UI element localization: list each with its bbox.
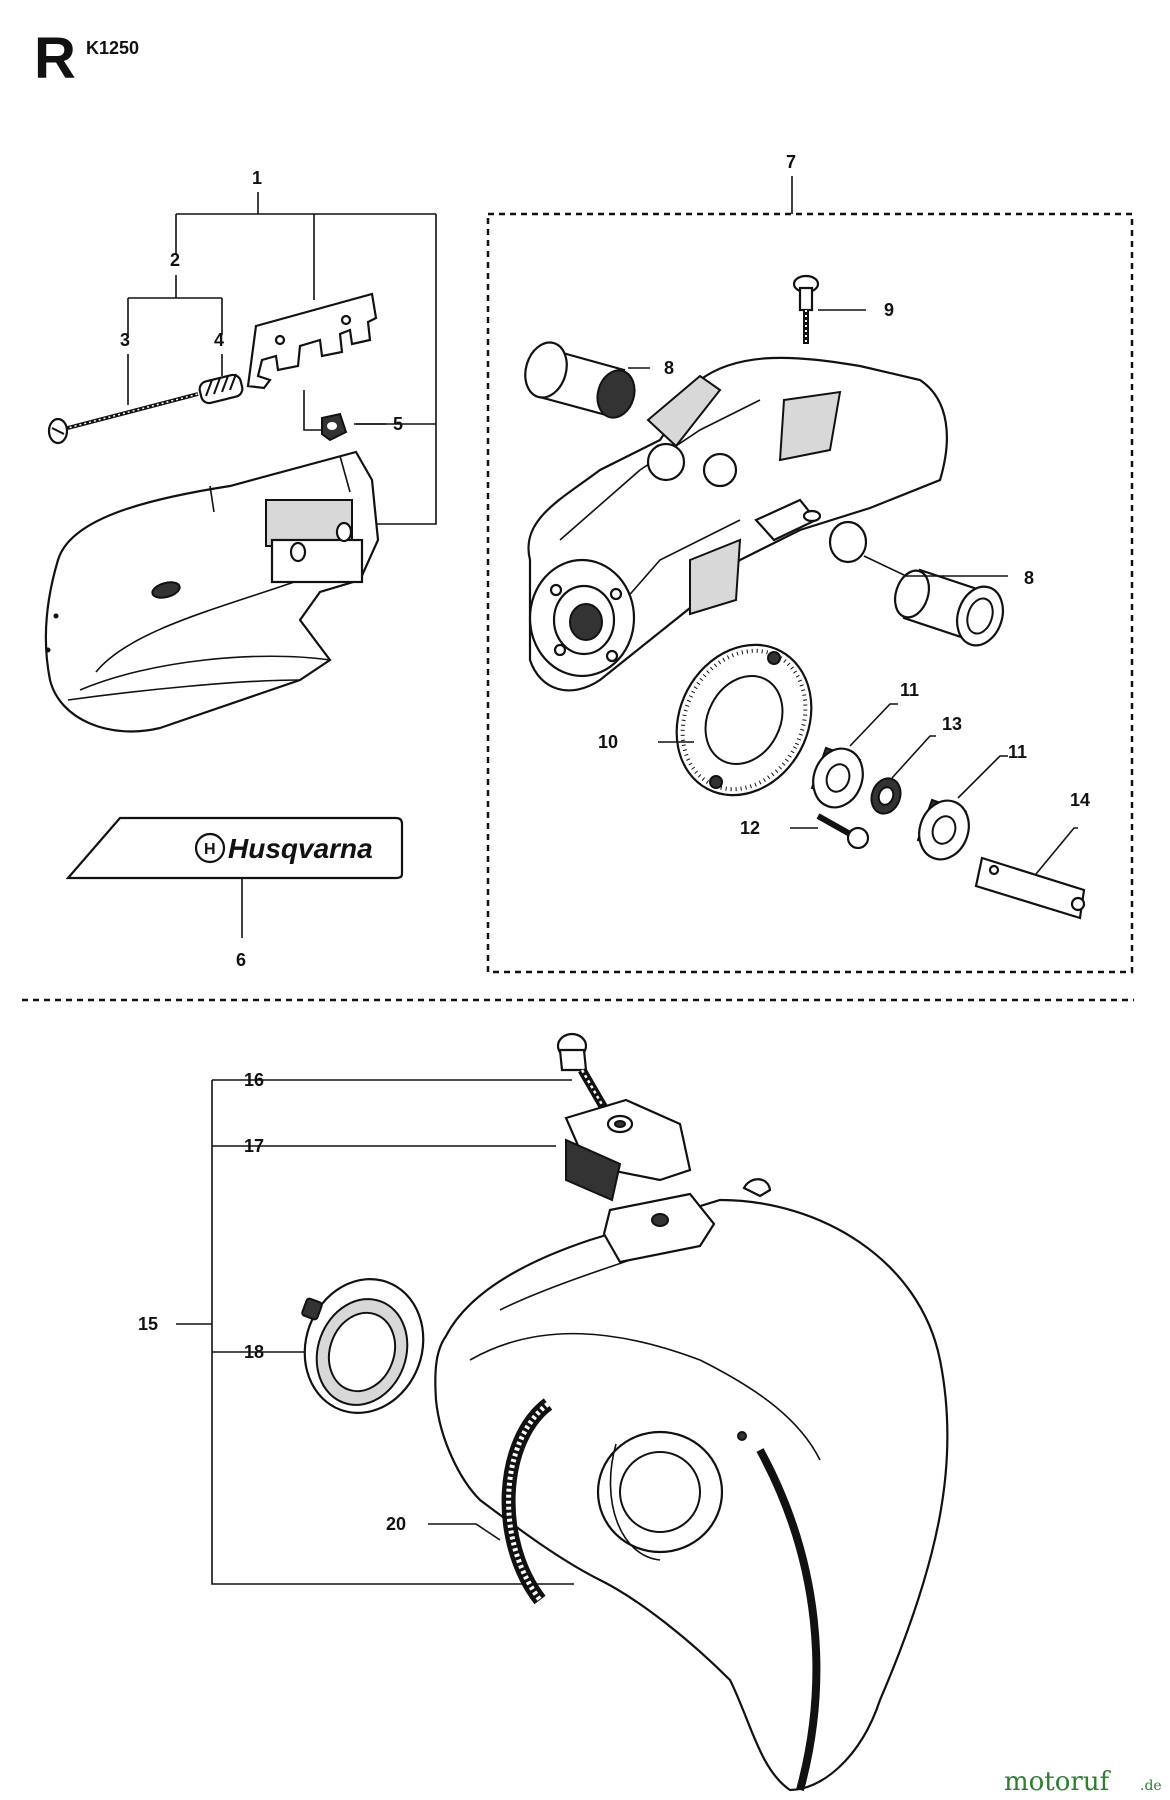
leader-14 [1035, 827, 1078, 875]
guard-seal-ring [301, 1277, 425, 1415]
blade-guard-body [434, 1178, 949, 1792]
leader-11a [849, 703, 898, 747]
blade-guard-group: 16 17 15 18 20 [138, 1032, 949, 1792]
husqvarna-decal: H Husqvarna [65, 816, 404, 880]
callout-1: 1 [252, 168, 262, 188]
leader-8b [863, 555, 1008, 577]
bearing-washer [675, 643, 813, 797]
belt-guard-cover [44, 450, 380, 733]
leader-13 [891, 735, 936, 779]
arm-bolt [792, 274, 820, 344]
bushing-upper [524, 341, 636, 419]
square-nut [321, 412, 348, 442]
callout-8b: 8 [1024, 568, 1034, 588]
model-number: K1250 [86, 38, 139, 58]
guard-clamp [564, 1098, 692, 1202]
cutting-arm-group: 7 8 9 [486, 152, 1134, 974]
callout-15: 15 [138, 1314, 158, 1334]
watermark-logo: motoruf .de [1004, 1767, 1162, 1797]
leader-2 [127, 275, 223, 335]
leader-5 [303, 390, 386, 431]
callout-4: 4 [214, 330, 224, 350]
kit-boundary-box [486, 212, 1134, 974]
bearing-spacer [870, 777, 902, 815]
washer-screw [816, 813, 870, 850]
tensioner-bracket [246, 292, 378, 390]
watermark-brand: motoruf [1004, 1767, 1112, 1797]
callout-11a: 11 [900, 680, 919, 700]
tension-screw [47, 392, 199, 445]
bushing-lower [893, 568, 1004, 647]
belt-guard-group: 1 2 3 4 5 [44, 168, 437, 970]
leader-3-4 [127, 354, 223, 405]
callout-12: 12 [740, 818, 760, 838]
leader-20 [428, 1523, 501, 1541]
callout-11b: 11 [1008, 742, 1027, 762]
callout-9: 9 [884, 300, 894, 320]
decal-logo-mark: H [204, 841, 216, 858]
callout-20: 20 [386, 1514, 406, 1534]
tension-spring [198, 373, 244, 405]
callout-6: 6 [236, 950, 246, 970]
leader-11b [957, 755, 1008, 799]
leader-15-bracket [176, 1079, 574, 1585]
cap-screw [556, 1032, 608, 1111]
leader-1 [175, 192, 437, 525]
callout-14: 14 [1070, 790, 1090, 810]
callout-8a: 8 [664, 358, 674, 378]
callout-7: 7 [786, 152, 796, 172]
ball-bearing-inner [810, 746, 864, 809]
ball-bearing-outer [916, 798, 970, 861]
callout-10: 10 [598, 732, 618, 752]
decal-brand-text: Husqvarna [228, 833, 373, 864]
guard-seal-strip [501, 1398, 553, 1605]
watermark-tld: .de [1140, 1778, 1162, 1794]
shaft-key [974, 856, 1086, 920]
callout-13: 13 [942, 714, 962, 734]
callout-2: 2 [170, 250, 180, 270]
callout-3: 3 [120, 330, 130, 350]
cutting-arm-body [527, 356, 948, 692]
callout-5: 5 [393, 414, 403, 434]
section-letter: R [34, 26, 76, 91]
